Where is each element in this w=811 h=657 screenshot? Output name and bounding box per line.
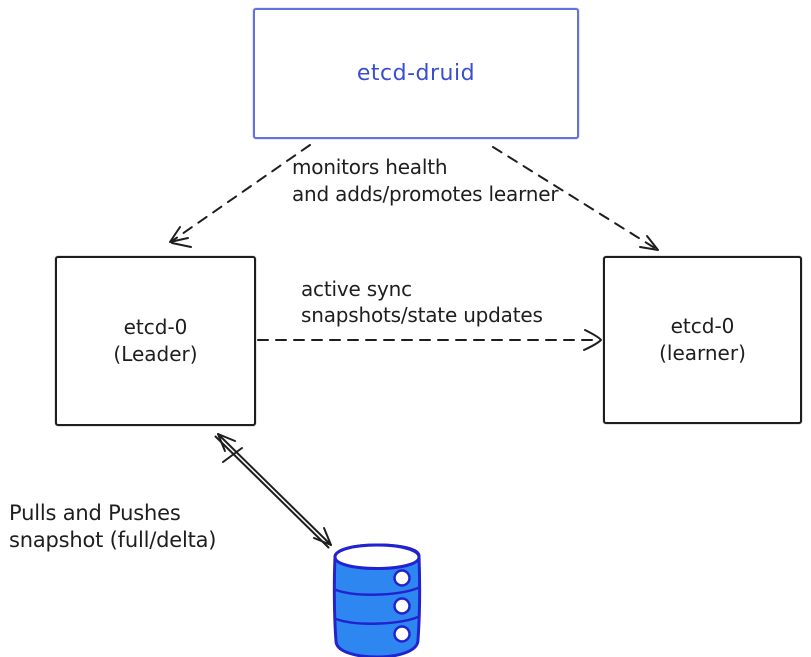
node-etcd-leader-title: etcd-0 (123, 315, 188, 339)
edge-label-pulls-pushes-snapshot: Pulls and Pushes snapshot (full/delta) (9, 500, 216, 554)
edge-label-active-sync-line2: snapshots/state updates (301, 303, 543, 327)
edge-label-active-sync: active sync snapshots/state updates (301, 276, 543, 328)
edge-label-monitors-health-line2: and adds/promotes learner (292, 182, 559, 206)
node-etcd-learner-title: etcd-0 (670, 314, 735, 338)
arrow-leader-to-storage (214, 433, 332, 549)
database-icon (332, 543, 422, 657)
arrow-druid-to-leader (169, 144, 311, 248)
node-etcd-druid: etcd-druid (253, 8, 579, 139)
node-etcd-learner: etcd-0 (learner) (603, 256, 802, 424)
edge-label-pulls-pushes-snapshot-line2: snapshot (full/delta) (9, 528, 217, 552)
node-etcd-learner-subtitle: (learner) (659, 341, 746, 365)
arrow-leader-to-learner (257, 329, 602, 351)
edge-label-pulls-pushes-snapshot-line1: Pulls and Pushes (9, 501, 181, 525)
node-etcd-leader-subtitle: (Leader) (113, 342, 198, 366)
node-etcd-druid-label: etcd-druid (356, 61, 476, 86)
edge-label-monitors-health-line1: monitors health (292, 155, 448, 179)
edge-label-active-sync-line1: active sync (301, 277, 412, 301)
node-etcd-leader: etcd-0 (Leader) (55, 256, 256, 426)
edge-label-monitors-health: monitors health and adds/promotes learne… (292, 154, 559, 208)
arrow-druid-to-learner (492, 146, 659, 251)
